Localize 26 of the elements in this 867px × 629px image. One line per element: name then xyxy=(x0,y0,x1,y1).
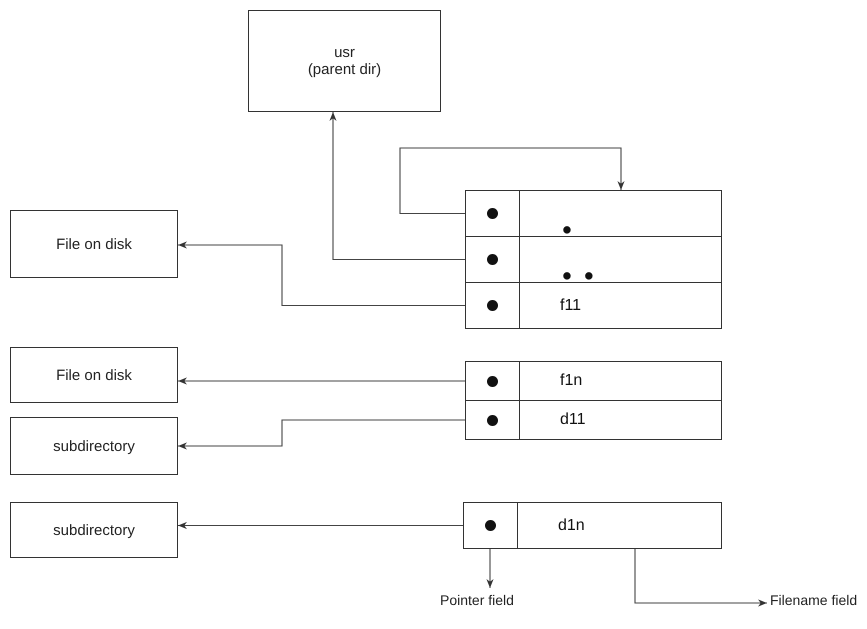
box-label: usr xyxy=(334,44,355,61)
arrow xyxy=(399,147,625,214)
directory-entry xyxy=(465,282,722,329)
box-label: subdirectory xyxy=(53,438,135,454)
arrow xyxy=(634,549,767,607)
arrow xyxy=(329,112,465,260)
directory-entry xyxy=(465,190,722,237)
field-label: Filename field xyxy=(770,592,858,608)
arrow xyxy=(178,377,465,385)
directory-entry xyxy=(465,400,722,440)
directory-entry xyxy=(463,502,722,549)
entry-name: d1n xyxy=(558,516,585,536)
arrow xyxy=(178,522,463,530)
entry-name: f1n xyxy=(560,371,582,391)
directory-entry xyxy=(465,361,722,401)
box-label: File on disk xyxy=(56,366,132,384)
arrow xyxy=(178,241,465,306)
arrow xyxy=(178,419,465,450)
entry-name: d11 xyxy=(560,410,586,430)
entry-name: f11 xyxy=(560,296,582,316)
box-label: (parent dir) xyxy=(308,61,382,78)
box-label: File on disk xyxy=(56,236,132,252)
directory-entry xyxy=(465,236,722,283)
arrow xyxy=(486,549,494,588)
box-label: subdirectory xyxy=(53,522,135,538)
field-label: Pointer field xyxy=(440,592,514,608)
